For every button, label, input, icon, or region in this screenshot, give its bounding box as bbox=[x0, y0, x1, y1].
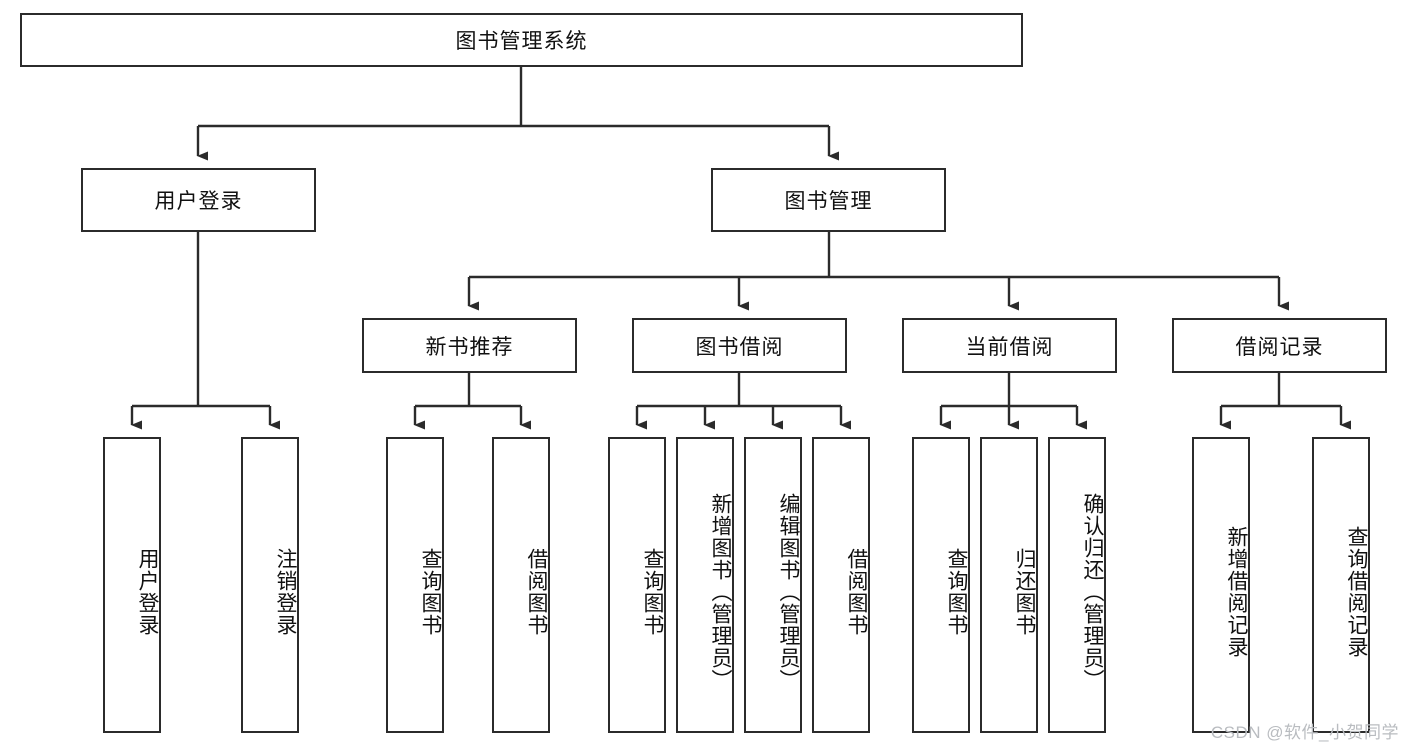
leaf-logout[interactable]: 注销登录 bbox=[241, 437, 299, 733]
node-book-borrow[interactable]: 图书借阅 bbox=[632, 318, 847, 373]
node-label: 编辑图书（管理员） bbox=[777, 493, 800, 691]
node-borrow-records[interactable]: 借阅记录 bbox=[1172, 318, 1387, 373]
node-label: 图书管理 bbox=[784, 190, 873, 213]
node-label: 查询图书 bbox=[419, 548, 442, 636]
leaf-query-book-recommend[interactable]: 查询图书 bbox=[386, 437, 444, 733]
node-label: 新增图书（管理员） bbox=[709, 493, 732, 691]
node-label: 新增借阅记录 bbox=[1225, 526, 1248, 658]
leaf-add-borrow-record[interactable]: 新增借阅记录 bbox=[1192, 437, 1250, 733]
node-label: 查询图书 bbox=[945, 548, 968, 636]
node-root-library-system[interactable]: 图书管理系统 bbox=[20, 13, 1023, 67]
node-current-borrow[interactable]: 当前借阅 bbox=[902, 318, 1117, 373]
leaf-user-login[interactable]: 用户登录 bbox=[103, 437, 161, 733]
node-label: 图书借阅 bbox=[695, 335, 784, 359]
node-label: 当前借阅 bbox=[965, 335, 1054, 359]
watermark: CSDN @软件_小贺同学 bbox=[1210, 723, 1399, 742]
node-label: 新书推荐 bbox=[425, 335, 514, 359]
node-label: 查询借阅记录 bbox=[1345, 526, 1368, 658]
leaf-query-book-borrow[interactable]: 查询图书 bbox=[608, 437, 666, 733]
node-user-login[interactable]: 用户登录 bbox=[81, 168, 316, 232]
node-label: 用户登录 bbox=[154, 190, 243, 213]
leaf-return-book[interactable]: 归还图书 bbox=[980, 437, 1038, 733]
node-label: 借阅图书 bbox=[525, 548, 548, 636]
node-new-book-recommend[interactable]: 新书推荐 bbox=[362, 318, 577, 373]
leaf-query-borrow-record[interactable]: 查询借阅记录 bbox=[1312, 437, 1370, 733]
node-label: 注销登录 bbox=[274, 548, 297, 636]
leaf-borrow-book-recommend[interactable]: 借阅图书 bbox=[492, 437, 550, 733]
leaf-borrow-book[interactable]: 借阅图书 bbox=[812, 437, 870, 733]
node-label: 用户登录 bbox=[136, 548, 159, 636]
node-label: 归还图书 bbox=[1013, 548, 1036, 636]
leaf-edit-book-admin[interactable]: 编辑图书（管理员） bbox=[744, 437, 802, 733]
node-label: 查询图书 bbox=[641, 548, 664, 636]
node-label: 借阅记录 bbox=[1235, 335, 1324, 359]
leaf-query-book-current[interactable]: 查询图书 bbox=[912, 437, 970, 733]
node-label: 借阅图书 bbox=[845, 548, 868, 636]
node-book-management[interactable]: 图书管理 bbox=[711, 168, 946, 232]
leaf-confirm-return-admin[interactable]: 确认归还（管理员） bbox=[1048, 437, 1106, 733]
leaf-add-book-admin[interactable]: 新增图书（管理员） bbox=[676, 437, 734, 733]
node-label: 图书管理系统 bbox=[455, 30, 588, 53]
node-label: 确认归还（管理员） bbox=[1081, 493, 1104, 691]
